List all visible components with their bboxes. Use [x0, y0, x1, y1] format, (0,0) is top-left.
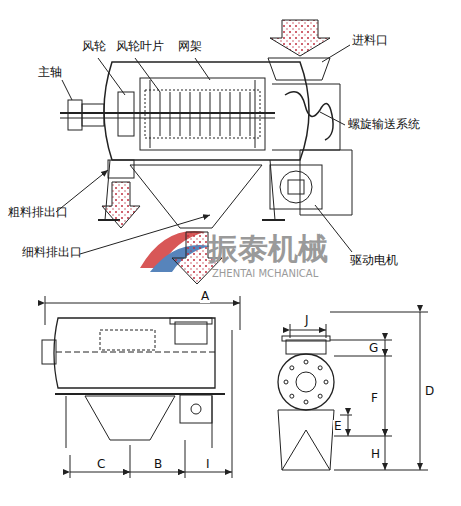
part-name: 驱动电机 [350, 254, 398, 267]
part-name: 风轮 [82, 40, 106, 53]
part-name: 细料排出口 [22, 246, 82, 259]
dimension-letter: G [368, 342, 379, 355]
part-name: 粗料排出口 [8, 206, 68, 219]
dimension-letter: H [370, 448, 381, 461]
blade [180, 92, 181, 136]
part-name: 网架 [178, 40, 202, 53]
part-name: 风轮叶片 [116, 40, 164, 53]
part-name: 主轴 [38, 66, 62, 79]
bolt [318, 394, 322, 398]
blade [160, 92, 161, 136]
bolt [318, 366, 322, 370]
dimension-letter: B [153, 458, 163, 471]
blade [240, 92, 241, 136]
bolt [284, 380, 288, 384]
dimension-letter: E [333, 420, 343, 433]
dimension-letter: C [96, 458, 106, 471]
blade [250, 92, 251, 136]
dimension-letter: J [304, 314, 310, 327]
blade [220, 92, 221, 136]
watermark: ZHENTAI MCHANICAL [212, 268, 318, 279]
bolt [304, 360, 308, 364]
part-name: 螺旋输送系统 [348, 118, 420, 131]
bolt [304, 400, 308, 404]
bolt [324, 380, 328, 384]
blade [170, 92, 171, 136]
blade [230, 92, 231, 136]
bolt [290, 366, 294, 370]
blade [200, 92, 201, 136]
dimension-letter: D [424, 385, 435, 398]
watermark: 振泰机械 [208, 232, 328, 265]
blade [210, 92, 211, 136]
bolt [290, 394, 294, 398]
dimension-letter: A [200, 290, 210, 303]
blade [190, 92, 191, 136]
dimension-letter: F [370, 392, 379, 405]
dimension-letter: I [205, 458, 211, 471]
part-name: 进料口 [352, 34, 388, 47]
